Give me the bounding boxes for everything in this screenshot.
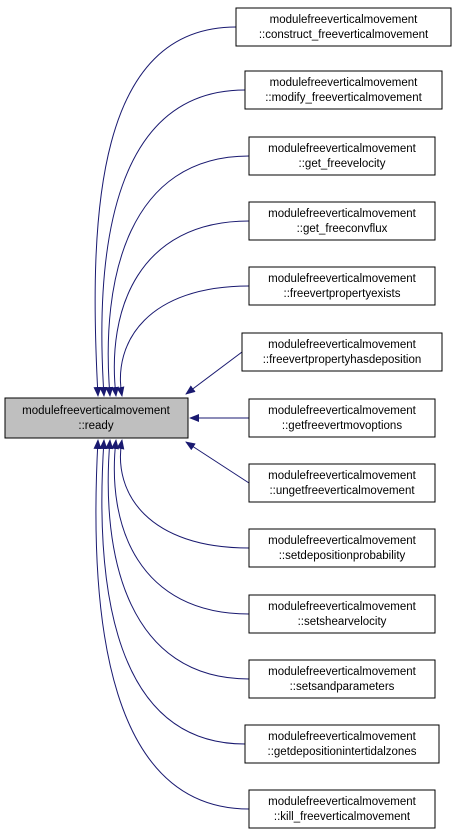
- edge-13: [93, 439, 250, 810]
- caller-node-label-line1: modulefreeverticalmovement: [268, 796, 416, 808]
- caller-node-label-line1: modulefreeverticalmovement: [268, 470, 416, 482]
- edge-8: [185, 441, 250, 484]
- caller-node-label-line1: modulefreeverticalmovement: [270, 77, 418, 89]
- caller-node-label-line1: modulefreeverticalmovement: [268, 273, 416, 285]
- caller-node-box: [248, 201, 436, 241]
- caller-node-label-line1: modulefreeverticalmovement: [268, 339, 416, 351]
- focus-node-box: [4, 397, 189, 439]
- caller-node-box: [235, 7, 452, 47]
- caller-node-box: [248, 398, 436, 438]
- caller-node-7[interactable]: modulefreeverticalmovement::getfreevertm…: [248, 398, 436, 438]
- caller-node-label-line2: ::getdepositionintertidalzones: [268, 746, 417, 758]
- focus-node-label-line2: ::ready: [78, 420, 113, 432]
- caller-node-label-line1: modulefreeverticalmovement: [268, 143, 416, 155]
- caller-node-2[interactable]: modulefreeverticalmovement::modify_freev…: [244, 70, 443, 110]
- focus-node-ready[interactable]: modulefreeverticalmovement ::ready: [4, 397, 189, 439]
- edge-9: [116, 439, 250, 549]
- edge-11: [105, 439, 250, 680]
- caller-node-13[interactable]: modulefreeverticalmovement::kill_freever…: [248, 789, 436, 829]
- caller-node-label-line1: modulefreeverticalmovement: [268, 208, 416, 220]
- caller-node-label-line2: ::construct_freeverticalmovement: [259, 29, 429, 41]
- caller-node-label-line2: ::modify_freeverticalmovement: [265, 92, 422, 104]
- caller-node-label-line1: modulefreeverticalmovement: [268, 731, 416, 743]
- caller-node-label-line2: ::get_freevelocity: [299, 158, 386, 170]
- caller-node-label-line2: ::setdepositionprobability: [279, 550, 406, 562]
- caller-node-label-line2: ::freevertpropertyexists: [284, 288, 401, 300]
- caller-node-box: [248, 789, 436, 829]
- edge-6: [185, 351, 243, 395]
- caller-node-label-line2: ::setshearvelocity: [298, 616, 387, 628]
- caller-node-box: [244, 724, 440, 764]
- caller-node-label-line2: ::freevertpropertyhasdeposition: [263, 354, 422, 366]
- caller-node-6[interactable]: modulefreeverticalmovement::freevertprop…: [241, 332, 443, 372]
- caller-node-10[interactable]: modulefreeverticalmovement::setshearvelo…: [248, 594, 436, 634]
- caller-node-label-line2: ::kill_freeverticalmovement: [274, 811, 411, 823]
- caller-node-1[interactable]: modulefreeverticalmovement::construct_fr…: [235, 7, 452, 47]
- edge-10: [111, 439, 250, 615]
- focus-node-label-line1: modulefreeverticalmovement: [22, 405, 170, 417]
- caller-nodes-layer: modulefreeverticalmovement::construct_fr…: [235, 7, 452, 829]
- caller-node-box: [248, 463, 436, 503]
- caller-node-label-line2: ::get_freeconvflux: [297, 223, 388, 235]
- edge-5: [116, 285, 250, 397]
- caller-node-label-line2: ::ungetfreeverticalmovement: [269, 485, 415, 497]
- caller-node-box: [248, 266, 436, 306]
- caller-node-8[interactable]: modulefreeverticalmovement::ungetfreever…: [248, 463, 436, 503]
- caller-node-box: [248, 136, 436, 176]
- edge-2: [99, 89, 246, 397]
- caller-node-11[interactable]: modulefreeverticalmovement::setsandparam…: [248, 659, 436, 699]
- caller-node-label-line1: modulefreeverticalmovement: [268, 666, 416, 678]
- caller-node-label-line1: modulefreeverticalmovement: [268, 405, 416, 417]
- edge-12: [99, 439, 246, 745]
- caller-node-label-line1: modulefreeverticalmovement: [268, 535, 416, 547]
- caller-node-4[interactable]: modulefreeverticalmovement::get_freeconv…: [248, 201, 436, 241]
- caller-node-label-line2: ::setsandparameters: [290, 681, 395, 693]
- caller-node-box: [241, 332, 443, 372]
- caller-node-label-line1: modulefreeverticalmovement: [268, 601, 416, 613]
- caller-node-label-line2: ::getfreevertmovoptions: [282, 420, 402, 432]
- caller-node-12[interactable]: modulefreeverticalmovement::getdepositio…: [244, 724, 440, 764]
- caller-node-box: [248, 594, 436, 634]
- edge-4: [111, 220, 250, 397]
- edge-3: [105, 155, 250, 397]
- edges-layer: [93, 26, 250, 810]
- edge-1: [93, 26, 237, 397]
- caller-node-box: [248, 528, 436, 568]
- caller-node-9[interactable]: modulefreeverticalmovement::setdepositio…: [248, 528, 436, 568]
- caller-node-box: [248, 659, 436, 699]
- caller-node-label-line1: modulefreeverticalmovement: [270, 14, 418, 26]
- caller-node-box: [244, 70, 443, 110]
- caller-node-3[interactable]: modulefreeverticalmovement::get_freevelo…: [248, 136, 436, 176]
- caller-node-5[interactable]: modulefreeverticalmovement::freevertprop…: [248, 266, 436, 306]
